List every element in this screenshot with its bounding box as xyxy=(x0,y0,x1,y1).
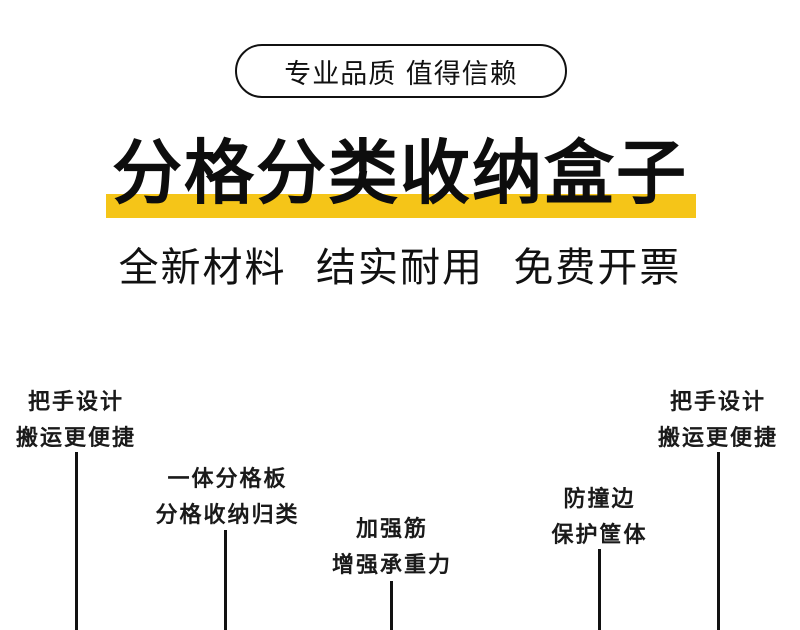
callout-title: 加强筋 xyxy=(355,517,428,542)
callout-leader-line xyxy=(598,549,601,630)
callout-handle-right: 把手设计 搬运更便捷 xyxy=(648,385,788,457)
title-highlight-bar xyxy=(106,194,696,218)
callout-desc: 搬运更便捷 xyxy=(657,426,778,451)
callout-leader-line xyxy=(224,530,227,630)
slogan-badge: 专业品质 值得信赖 xyxy=(235,44,567,98)
callout-desc: 增强承重力 xyxy=(331,553,452,578)
callout-desc: 保护筐体 xyxy=(551,523,648,548)
title-block: 分格分类收纳盒子 xyxy=(0,128,800,228)
callout-title: 把手设计 xyxy=(27,390,124,415)
callout-divider-board: 一体分格板 分格收纳归类 xyxy=(145,462,310,534)
callout-reinforcement-rib: 加强筋 增强承重力 xyxy=(322,512,462,584)
callout-handle-left: 把手设计 搬运更便捷 xyxy=(6,385,146,457)
callout-title: 一体分格板 xyxy=(167,467,288,492)
callout-leader-line xyxy=(717,452,720,630)
callout-desc: 搬运更便捷 xyxy=(15,426,136,451)
feature-subtitle: 全新材料 结实耐用 免费开票 xyxy=(118,245,682,291)
callout-title: 防撞边 xyxy=(563,487,636,512)
callout-leader-line xyxy=(75,452,78,630)
callout-bumper-edge: 防撞边 保护筐体 xyxy=(537,482,662,554)
slogan-text: 专业品质 值得信赖 xyxy=(284,58,518,90)
callout-desc: 分格收纳归类 xyxy=(155,503,300,528)
callout-title: 把手设计 xyxy=(669,390,766,415)
callout-leader-line xyxy=(390,581,393,630)
page-title: 分格分类收纳盒子 xyxy=(112,132,688,214)
